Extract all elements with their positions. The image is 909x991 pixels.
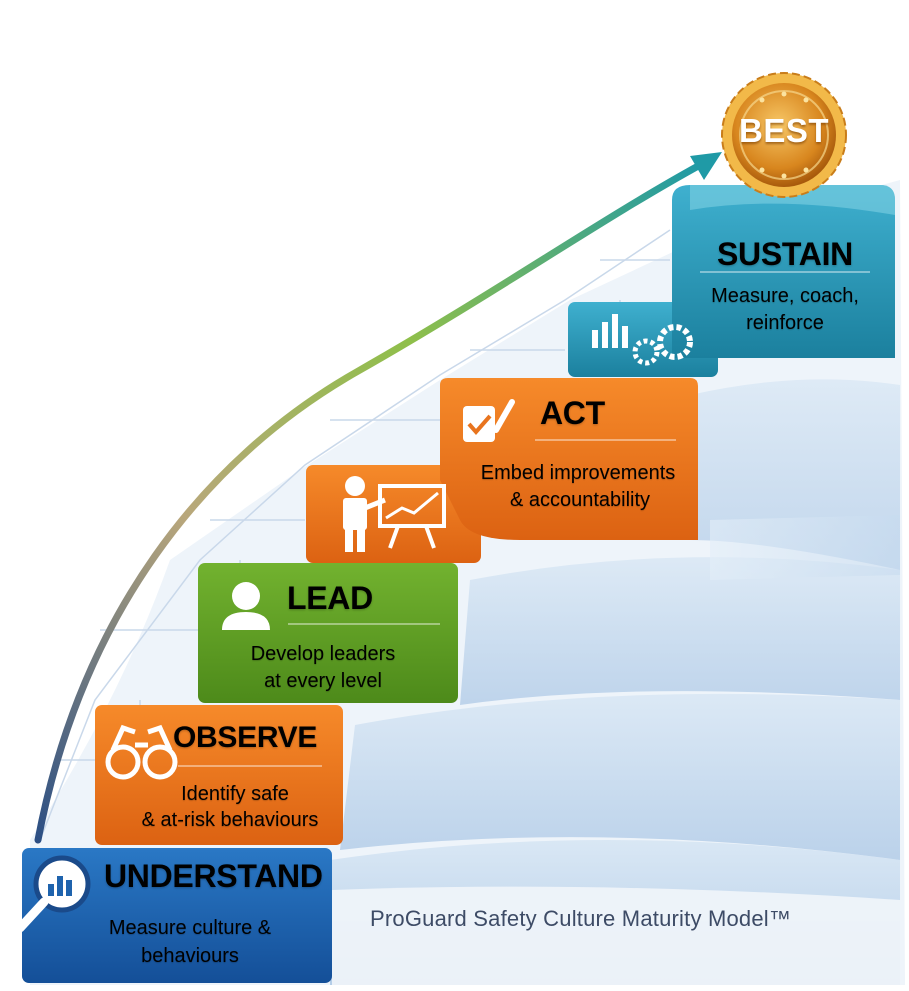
best-badge: [721, 72, 847, 198]
checklist-pen-icon: [463, 399, 515, 442]
step-act-subtitle-1: Embed improvements: [480, 462, 676, 484]
step-observe: [95, 705, 343, 845]
step-sustain-subtitle-2: reinforce: [746, 312, 824, 334]
binoculars-icon: [105, 724, 178, 780]
step-sustain-title: SUSTAIN: [717, 236, 853, 272]
growth-arrow: [34, 161, 704, 844]
step-act-subtitle-2: & accountability: [509, 489, 651, 511]
growth-arrow-head: [690, 152, 722, 180]
step-understand-title: UNDERSTAND: [104, 858, 323, 894]
step-lead-title: LEAD: [287, 580, 373, 616]
magnifier-chart-icon: [15, 855, 91, 933]
step-sustain-subtitle-1: Measure, coach,: [711, 285, 859, 307]
step-act-title: ACT: [540, 395, 605, 431]
step-observe-title: OBSERVE: [173, 721, 318, 754]
riser-3: [460, 557, 900, 705]
chart-gears-icon: [592, 314, 693, 366]
step-observe-subtitle-1: Identify safe: [181, 783, 289, 805]
footer-band: [332, 886, 900, 985]
step-understand-subtitle-2: behaviours: [141, 945, 239, 967]
step-sustain-top: [690, 185, 895, 215]
step-understand: [22, 848, 332, 983]
riser-2: [340, 693, 900, 860]
step-understand-subtitle-1: Measure culture &: [108, 917, 272, 939]
best-badge-label: BEST: [738, 112, 829, 149]
riser-5: [710, 515, 900, 580]
step-observe-subtitle-2: & at-risk behaviours: [141, 809, 319, 831]
footer-model-name: ProGuard Safety Culture Maturity Model™: [370, 906, 792, 931]
step-lead: [198, 563, 458, 703]
presenter-chart-icon: [343, 476, 446, 552]
person-icon: [222, 582, 270, 630]
step-lead-subtitle-1: Develop leaders: [250, 643, 396, 665]
step-lead-subtitle-2: at every level: [264, 670, 382, 692]
